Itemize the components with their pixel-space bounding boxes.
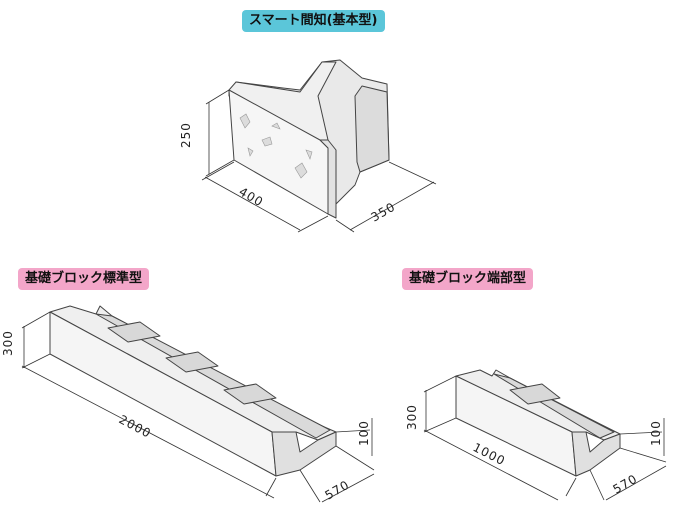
- end-height-label: 300: [405, 404, 419, 430]
- smart-block-height-label: 250: [179, 122, 193, 148]
- foundation-standard-drawing: 300 2000 570 100: [1, 305, 375, 503]
- foundation-end-drawing: 300 1000 570 100: [405, 369, 667, 501]
- foundation-standard-title: 基礎ブロック標準型: [18, 268, 150, 290]
- smart-block-drawing: 250 400 350: [179, 59, 437, 233]
- smart-block-width-label: 400: [237, 184, 266, 209]
- standard-length-label: 2000: [117, 412, 154, 441]
- smart-block-depth-label: 350: [369, 200, 398, 225]
- standard-height-label: 300: [1, 330, 15, 356]
- smart-block-title: スマート間知(基本型): [242, 10, 385, 32]
- end-groove-label: 100: [649, 420, 663, 446]
- standard-groove-label: 100: [357, 420, 371, 446]
- end-depth-label: 570: [611, 472, 640, 497]
- foundation-end-title: 基礎ブロック端部型: [402, 268, 534, 290]
- standard-depth-label: 570: [323, 478, 352, 503]
